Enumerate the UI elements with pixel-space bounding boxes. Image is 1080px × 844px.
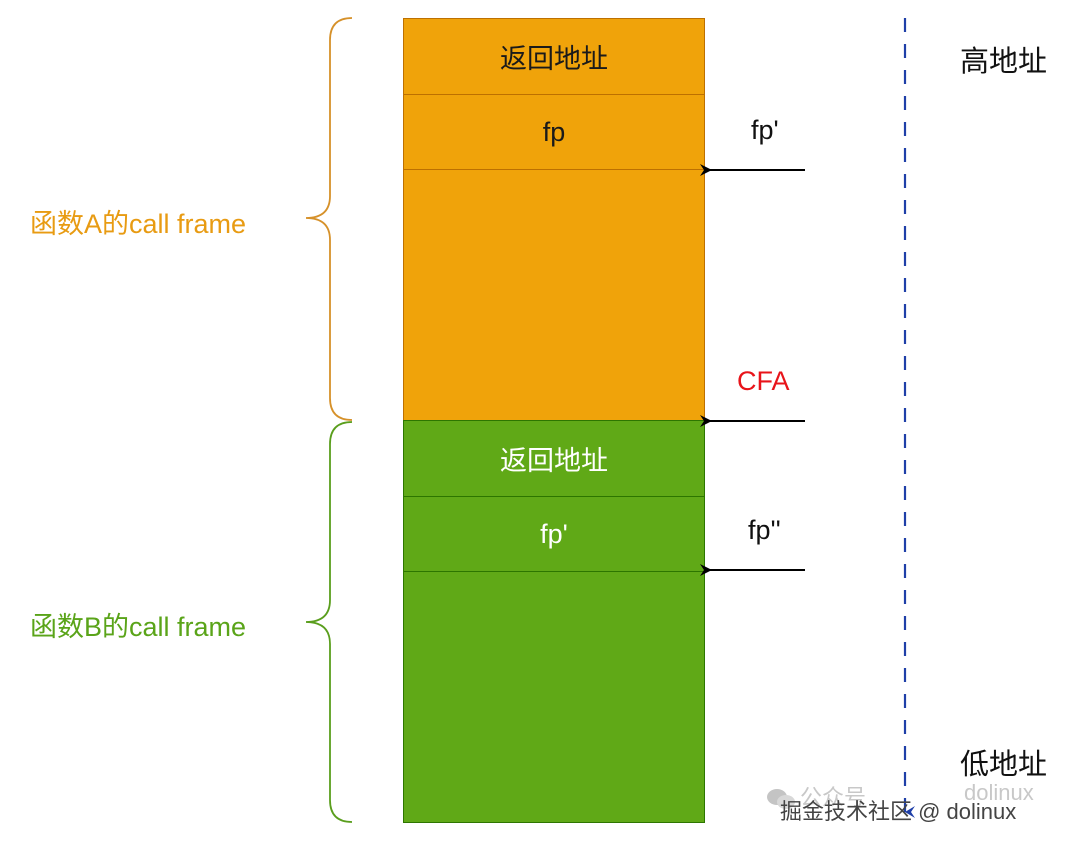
frame-a-label: 函数A的call frame: [30, 209, 247, 239]
high-address-label: 高地址: [960, 46, 1048, 78]
frame-b-fp-label: fp': [540, 518, 568, 549]
watermark-account: dolinux: [964, 780, 1034, 805]
low-address-label: 低地址: [960, 749, 1048, 781]
frame-a-brace: [305, 17, 353, 421]
watermark-site: 掘金技术社区 @ dolinux: [780, 799, 1017, 824]
cfa-label: CFA: [737, 366, 790, 396]
frame-b-return-address-label: 返回地址: [500, 446, 608, 476]
frame-a-body-cell: [403, 169, 705, 421]
frame-a-return-address-label: 返回地址: [500, 44, 608, 74]
fp-prime-label: fp': [751, 115, 779, 145]
watermark-platform: 公众号: [800, 785, 867, 810]
frame-b-body-cell: [403, 571, 705, 823]
frame-a-fp-label: fp: [542, 116, 566, 147]
frame-a-return-address-cell: 返回地址: [403, 18, 705, 95]
fp-double-prime-label: fp'': [748, 515, 781, 545]
frame-b-brace: [305, 421, 353, 823]
frame-b-return-address-cell: 返回地址: [403, 420, 705, 497]
wechat-icon: [767, 789, 795, 809]
frame-b-label: 函数B的call frame: [30, 612, 247, 642]
